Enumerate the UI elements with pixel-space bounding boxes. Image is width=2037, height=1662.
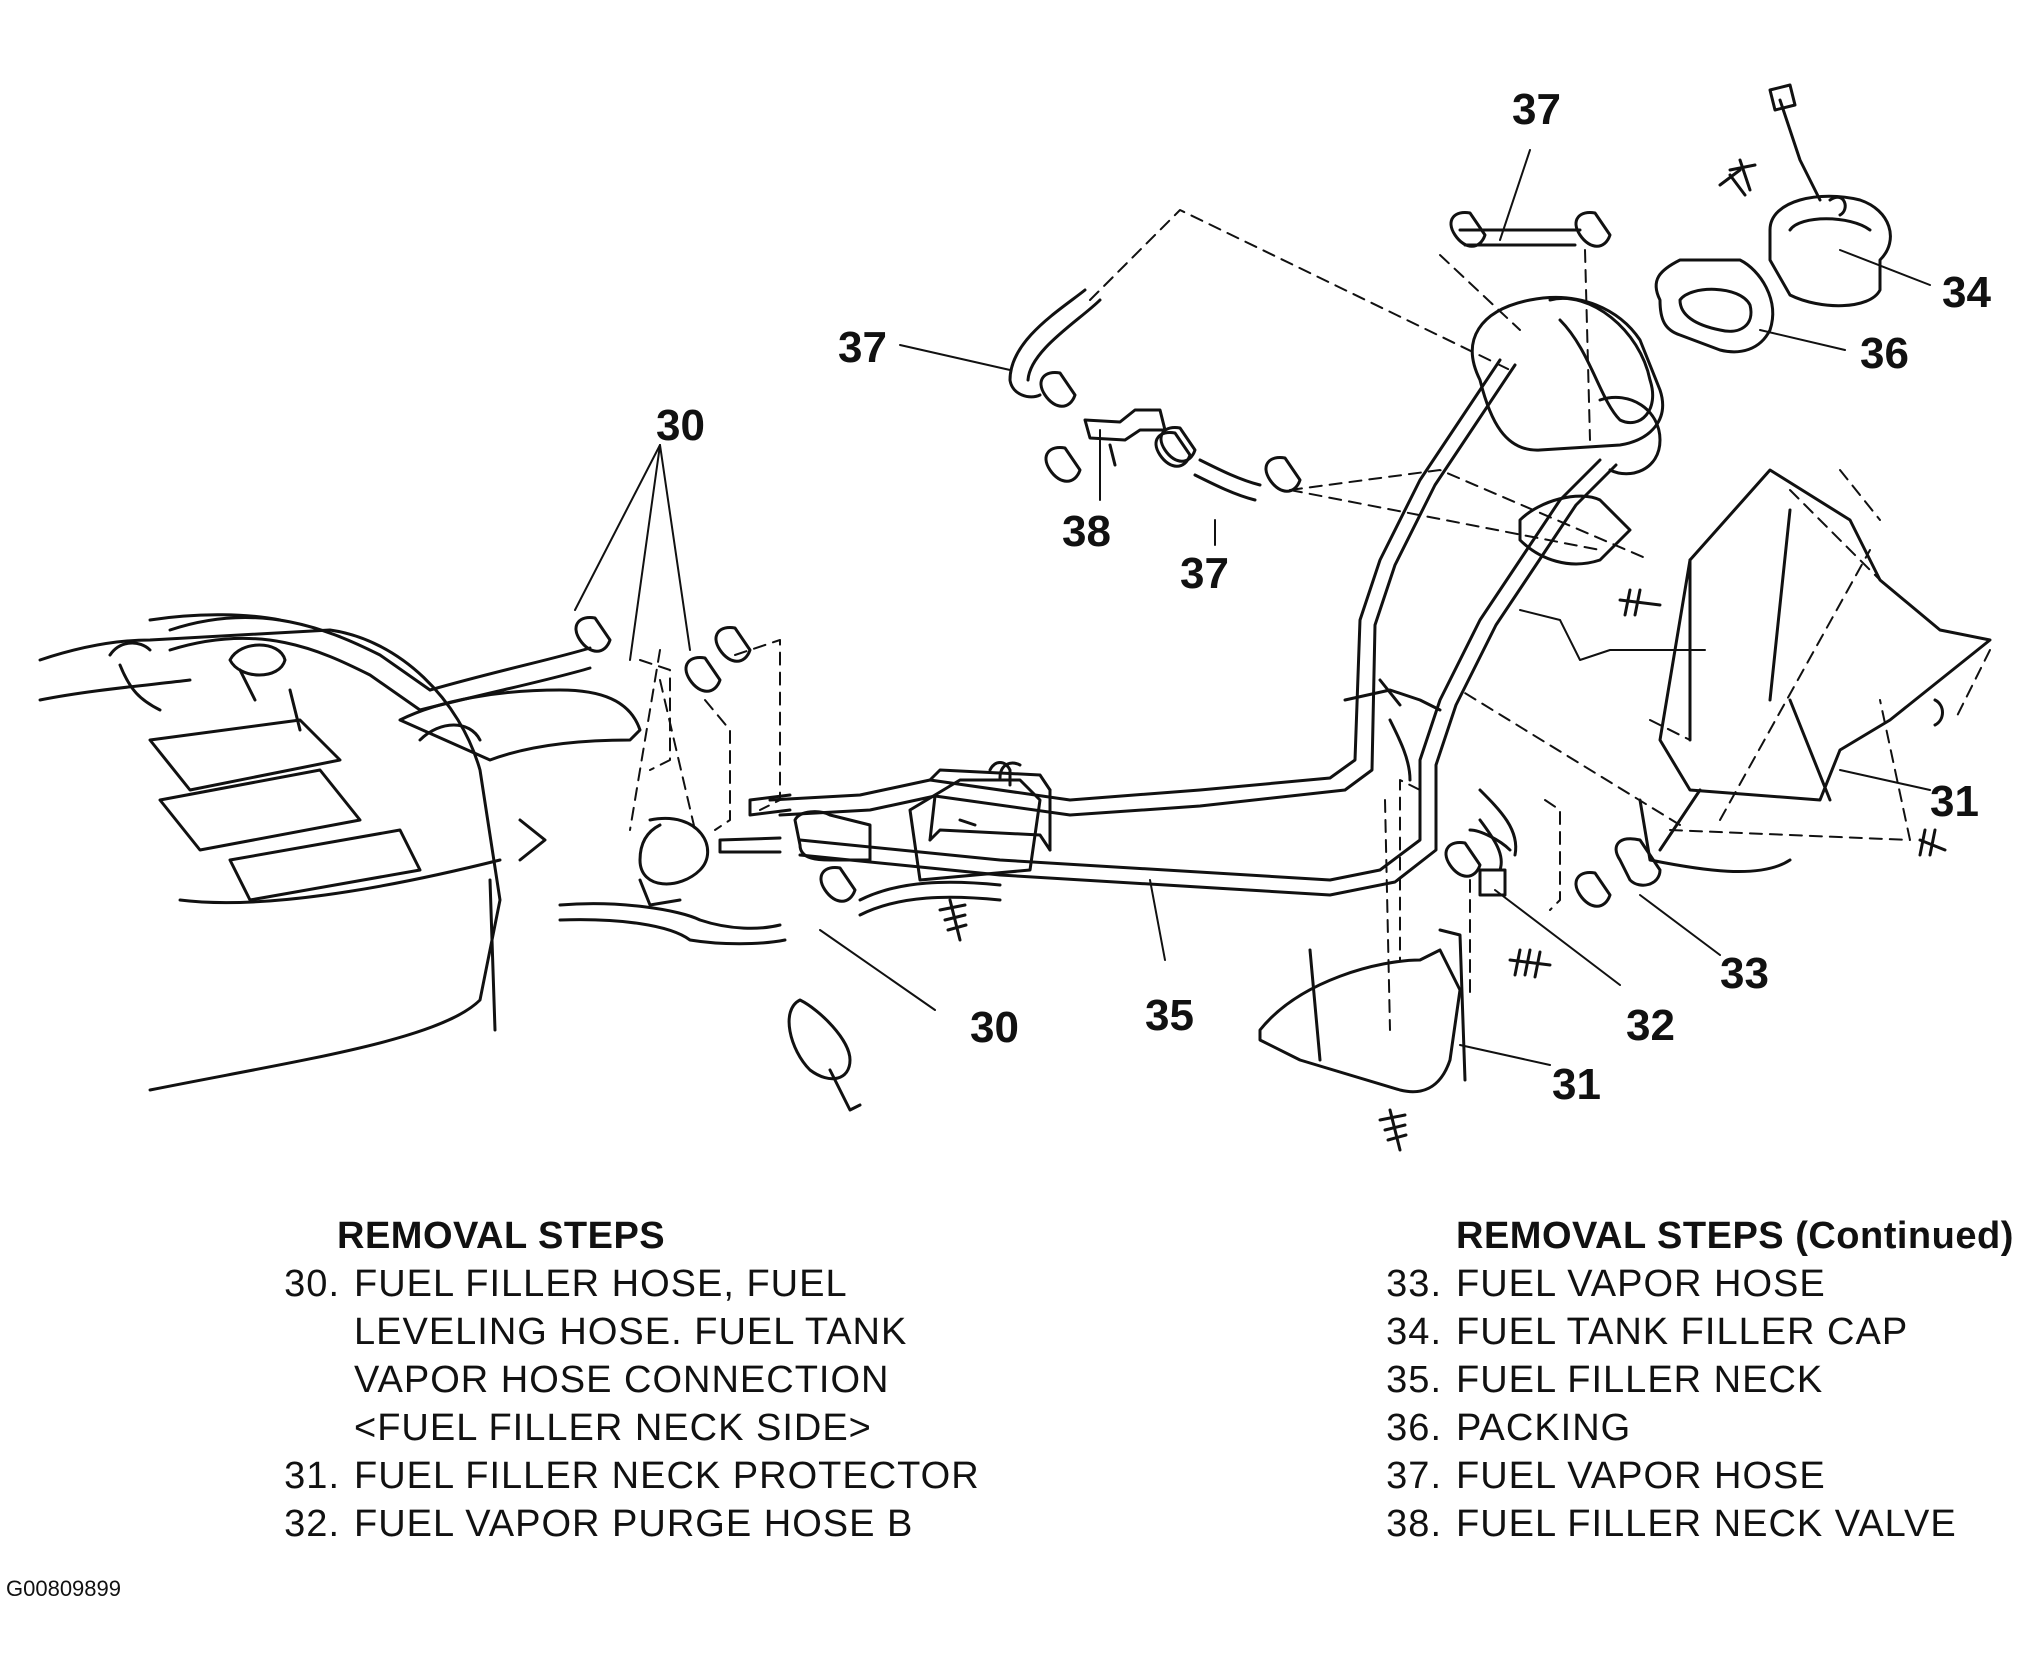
neck-bracket bbox=[908, 761, 1042, 882]
vapor-hoses-and-valve bbox=[1008, 228, 1582, 502]
step-number: 37. bbox=[1386, 1455, 1442, 1497]
callout-35: 35 bbox=[1145, 991, 1194, 1040]
removal-steps-continued-heading: REMOVAL STEPS (Continued) bbox=[1456, 1215, 2014, 1257]
callout-37-mid: 37 bbox=[1180, 549, 1229, 598]
step-item: 34. FUEL TANK FILLER CAP bbox=[1362, 1308, 2014, 1356]
callout-labels: 30 30 31 31 32 33 34 35 36 37 37 37 38 bbox=[656, 85, 1991, 1109]
step-item: 30. FUEL FILLER HOSE, FUEL bbox=[260, 1260, 980, 1308]
tank-side-hoses bbox=[148, 613, 642, 762]
step-number bbox=[260, 1308, 340, 1356]
step-number: 32. bbox=[284, 1503, 340, 1545]
step-text: FUEL VAPOR HOSE bbox=[1456, 1263, 1826, 1305]
step-number: 38. bbox=[1386, 1503, 1442, 1545]
step-text: FUEL TANK FILLER CAP bbox=[1456, 1311, 1909, 1353]
callout-30-bottom: 30 bbox=[970, 1003, 1019, 1052]
step-text: FUEL VAPOR PURGE HOSE B bbox=[354, 1503, 914, 1545]
step-text: VAPOR HOSE CONNECTION bbox=[354, 1359, 890, 1401]
callout-30-top: 30 bbox=[656, 401, 705, 450]
step-text: LEVELING HOSE. FUEL TANK bbox=[354, 1311, 908, 1353]
purge-hose-32 bbox=[1478, 868, 1507, 897]
step-number bbox=[260, 1356, 340, 1404]
removal-steps-right: REMOVAL STEPS (Continued) 33. FUEL VAPOR… bbox=[1362, 1212, 2014, 1548]
callout-38: 38 bbox=[1062, 507, 1111, 556]
filler-ports bbox=[558, 793, 1002, 946]
step-item: 31. FUEL FILLER NECK PROTECTOR bbox=[260, 1452, 980, 1500]
callout-31-bottom: 31 bbox=[1552, 1060, 1601, 1109]
step-item: 38. FUEL FILLER NECK VALVE bbox=[1362, 1500, 2014, 1548]
step-number: 33. bbox=[1386, 1263, 1442, 1305]
step-number: 31. bbox=[284, 1455, 340, 1497]
band-clamps bbox=[638, 817, 862, 1112]
bolts bbox=[938, 158, 1947, 1152]
step-item: 35. FUEL FILLER NECK bbox=[1362, 1356, 2014, 1404]
callout-37-left: 37 bbox=[838, 323, 887, 372]
callout-34: 34 bbox=[1942, 268, 1991, 317]
hose-clamps bbox=[574, 210, 1612, 908]
step-item: 33. FUEL VAPOR HOSE bbox=[1362, 1260, 2014, 1308]
step-item: <FUEL FILLER NECK SIDE> bbox=[260, 1404, 980, 1452]
removal-steps-left: REMOVAL STEPS 30. FUEL FILLER HOSE, FUEL… bbox=[260, 1212, 980, 1548]
step-number: 30. bbox=[284, 1263, 340, 1305]
step-text: FUEL FILLER NECK PROTECTOR bbox=[354, 1455, 980, 1497]
fuel-tank-filler-cap bbox=[1768, 83, 1892, 308]
step-number bbox=[260, 1404, 340, 1452]
step-text: FUEL FILLER NECK VALVE bbox=[1456, 1503, 1957, 1545]
step-text: FUEL VAPOR HOSE bbox=[1456, 1455, 1826, 1497]
neck-protector-lower bbox=[1258, 928, 1467, 1094]
figure-id: G00809899 bbox=[6, 1576, 121, 1601]
step-number: 36. bbox=[1386, 1407, 1442, 1449]
step-text: <FUEL FILLER NECK SIDE> bbox=[354, 1407, 872, 1449]
dashed-leaders bbox=[629, 209, 1991, 1031]
callout-32: 32 bbox=[1626, 1001, 1675, 1050]
removal-steps-heading: REMOVAL STEPS bbox=[337, 1215, 666, 1257]
neck-protector-upper bbox=[1638, 468, 1992, 873]
step-text: FUEL FILLER NECK bbox=[1456, 1359, 1824, 1401]
step-number: 34. bbox=[1386, 1311, 1442, 1353]
callout-31-right: 31 bbox=[1930, 777, 1979, 826]
step-item: 36. PACKING bbox=[1362, 1404, 2014, 1452]
step-text: FUEL FILLER HOSE, FUEL bbox=[354, 1263, 848, 1305]
step-item: LEVELING HOSE. FUEL TANK bbox=[260, 1308, 980, 1356]
callout-leaders bbox=[574, 149, 1931, 1066]
step-text: PACKING bbox=[1456, 1407, 1632, 1449]
step-number: 35. bbox=[1386, 1359, 1442, 1401]
step-item: 37. FUEL VAPOR HOSE bbox=[1362, 1452, 2014, 1500]
step-item: 32. FUEL VAPOR PURGE HOSE B bbox=[260, 1500, 980, 1548]
callout-36: 36 bbox=[1860, 329, 1909, 378]
callout-33: 33 bbox=[1720, 949, 1769, 998]
packing bbox=[1654, 168, 1775, 354]
step-item: VAPOR HOSE CONNECTION bbox=[260, 1356, 980, 1404]
filler-neck-pipe bbox=[768, 295, 1665, 897]
vapor-hose-33 bbox=[1614, 837, 1662, 887]
callout-37-top: 37 bbox=[1512, 85, 1561, 134]
